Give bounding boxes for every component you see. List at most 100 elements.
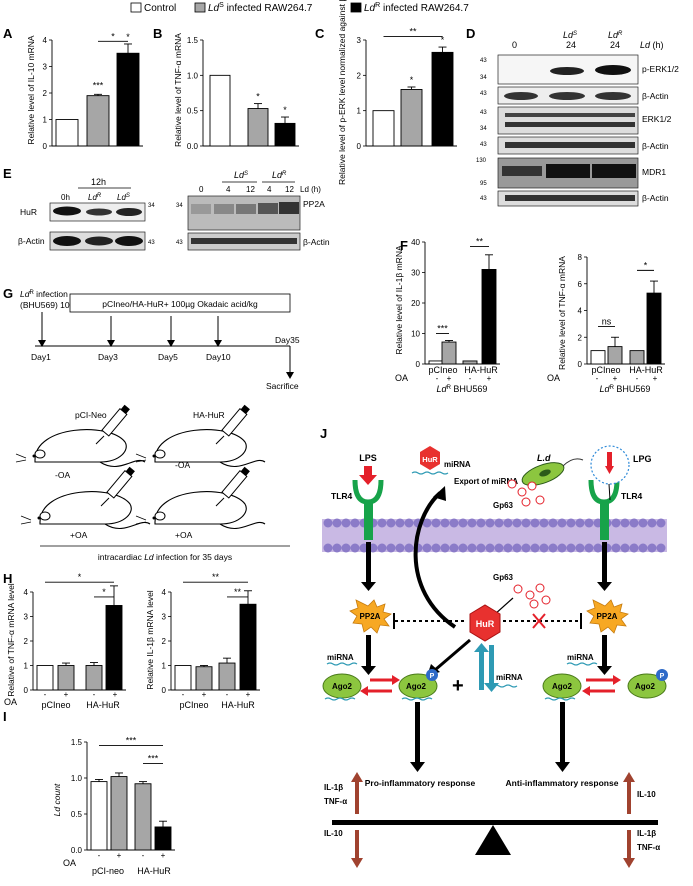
syringe-icon: [106, 469, 133, 499]
significance-label: *: [410, 75, 414, 85]
g-arrowhead: [286, 372, 294, 379]
lipid-head: [530, 518, 540, 528]
d-lane-3-strain: LdR: [608, 30, 623, 40]
d-time-label: Ld (h): [640, 40, 664, 50]
y-axis-label: Ld count: [52, 783, 62, 816]
h2-sign-4: +: [246, 690, 251, 699]
lipid-head: [620, 543, 630, 553]
lipid-head: [449, 518, 459, 528]
e-band: [116, 208, 142, 216]
legend-swatch-ldr: [350, 2, 362, 13]
j-arrowhead: [555, 762, 570, 772]
mouse-body: [154, 429, 247, 463]
j-il10-left: IL-10: [324, 829, 343, 838]
lipid-head: [485, 543, 495, 553]
j-ago2-2: Ago2: [406, 682, 427, 691]
d-mw: 130: [476, 158, 487, 164]
g-group-left: pCI-Neo: [75, 410, 107, 420]
d-label-perk: p-ERK1/2: [642, 64, 679, 74]
significance-label: *: [644, 260, 648, 270]
bar: [247, 108, 269, 147]
y-tick-label: 40: [411, 238, 420, 247]
lipid-head: [656, 543, 666, 553]
y-axis-label: Relative level of IL-10 mRNA: [26, 35, 36, 144]
bar: [174, 665, 192, 691]
j-pro-response: Pro-inflammatory response: [365, 778, 476, 788]
lipid-head: [503, 543, 513, 553]
bar: [607, 346, 623, 365]
j-lps: LPS: [359, 453, 377, 463]
mouse-icon: [20, 466, 151, 530]
bar: [274, 122, 296, 147]
j-mirna-top: miRNA: [444, 460, 471, 469]
y-tick-label: 0: [162, 686, 167, 695]
bar: [57, 665, 75, 691]
g-minus-oa-1: -OA: [55, 470, 70, 480]
lipid-head: [611, 543, 621, 553]
j-arrowhead: [361, 666, 376, 675]
mouse-ear: [39, 511, 51, 521]
mouse-icon: [135, 466, 266, 530]
mouse-whisker: [135, 521, 147, 525]
d-band: [549, 92, 585, 100]
g-caption: intracardiac Ld infection for 35 days: [98, 552, 232, 562]
panel-label-b: B: [153, 26, 162, 41]
y-tick-label: 1: [43, 116, 48, 125]
y-tick-label: 0: [416, 360, 421, 369]
y-tick-label: 1: [24, 662, 29, 671]
mouse-whisker: [15, 453, 27, 459]
lipid-head: [647, 518, 657, 528]
y-axis-label: Relative level of p-ERK level normalized…: [337, 0, 347, 185]
mirna-wave: [566, 662, 598, 666]
lipid-head: [395, 518, 405, 528]
mouse-body: [39, 491, 132, 525]
e-left-lane-3: LdS: [117, 193, 130, 202]
j-plus: +: [452, 675, 464, 697]
teal-arrowhead: [474, 643, 489, 652]
f1-sign-2: +: [447, 374, 452, 383]
gp63-sphere: [541, 595, 551, 605]
g-plus-oa-1: +OA: [70, 530, 88, 540]
j-arrow-right-down: [602, 542, 607, 584]
d-blot-erk: [497, 106, 639, 135]
pp2a-icon-left: [349, 599, 392, 634]
e-label-actin-left: β-Actin: [18, 236, 45, 246]
f2-group-1: pCIneo: [591, 365, 620, 375]
g-day-4: Day10: [206, 352, 231, 362]
balance-beam: [332, 820, 658, 825]
d-label-actin-3: β-Actin: [642, 193, 669, 203]
panel-label-f: F: [400, 238, 408, 253]
d-label-actin-1: β-Actin: [642, 91, 669, 101]
j-hur-top: HuR: [422, 455, 438, 464]
bar: [110, 776, 128, 851]
g-day-3: Day5: [158, 352, 178, 362]
h1-sign-1: -: [44, 690, 47, 699]
significance-label: ***: [93, 80, 104, 90]
significance-label: ***: [126, 736, 137, 746]
panel-label-e: E: [3, 166, 12, 181]
j-arrow-anti: [560, 702, 565, 764]
g-arrowhead: [107, 340, 115, 347]
lipid-head: [647, 543, 657, 553]
legend-swatch-control: [130, 2, 142, 13]
hur-ago2-arrow: [434, 638, 471, 672]
mouse-eye: [37, 516, 41, 520]
gp63-sphere: [535, 583, 545, 593]
lipid-head: [377, 543, 387, 553]
y-axis-label: Relative level of TNF-α mRNA: [557, 256, 567, 370]
y-tick-label: 0: [578, 360, 583, 369]
lipid-head: [431, 518, 441, 528]
bar: [195, 666, 213, 691]
ago2-icon-4: [627, 673, 667, 699]
y-tick-label: 4: [24, 588, 29, 597]
syringe-plunger: [240, 404, 250, 414]
significance-label: **: [234, 587, 242, 597]
mouse-ear: [34, 449, 46, 459]
gp63-sphere: [525, 590, 535, 600]
bar: [431, 51, 454, 147]
j-tlr4-left: TLR4: [331, 491, 353, 501]
e-right-lane-5: 12: [285, 185, 294, 194]
j-arrowhead: [410, 762, 425, 772]
j-arrowhead: [597, 582, 612, 591]
syringe-needle: [215, 497, 225, 507]
